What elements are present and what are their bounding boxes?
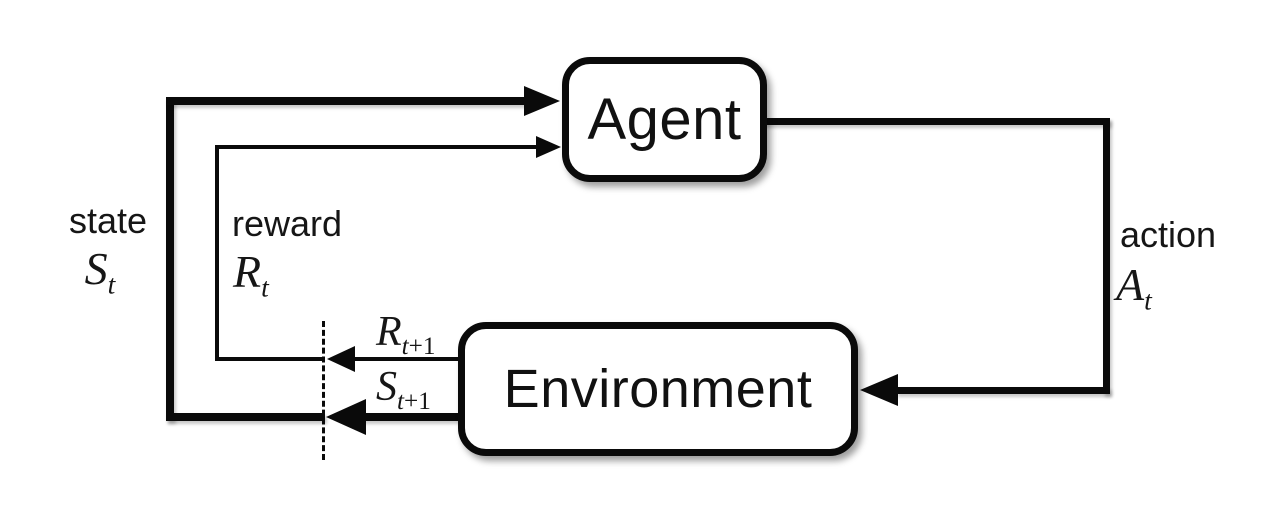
next-reward-symbol-label: Rt+1 [376, 308, 435, 361]
arrowhead-reward-into-agent [536, 136, 561, 158]
reward-wire-vertical [215, 145, 219, 361]
environment-node: Environment [458, 322, 858, 456]
reward-wire-top [215, 145, 537, 149]
agent-node: Agent [562, 57, 767, 182]
next-reward-symbol-sub: t [401, 332, 409, 360]
next-state-wire [358, 413, 462, 421]
state-word-label: state [68, 200, 148, 241]
action-wire-top [764, 118, 1110, 125]
state-wire-top [166, 97, 528, 105]
reward-symbol-base: R [233, 246, 262, 297]
next-state-symbol-label: St+1 [376, 363, 431, 416]
next-reward-wire [350, 357, 462, 361]
arrowhead-next-state [326, 399, 366, 435]
action-symbol-base: A [1116, 259, 1145, 310]
reward-symbol-label: Rt [233, 245, 269, 304]
state-symbol-base: S [84, 243, 108, 294]
action-symbol-label: At [1116, 258, 1152, 317]
state-symbol-sub: t [107, 268, 116, 300]
next-reward-symbol-sub-rest: +1 [408, 332, 436, 360]
time-step-boundary-dashed-line [322, 321, 325, 460]
agent-node-label: Agent [587, 87, 742, 152]
environment-node-label: Environment [503, 359, 813, 419]
next-state-symbol-sub-rest: +1 [404, 387, 431, 415]
state-wire-vertical [166, 97, 174, 421]
reward-word-label: reward [232, 203, 343, 244]
next-reward-symbol-base: R [376, 309, 402, 355]
reward-wire-bottom-left [215, 357, 325, 361]
state-symbol-label: St [50, 242, 150, 301]
action-wire-bottom [896, 387, 1110, 394]
next-state-symbol-sub: t [397, 387, 404, 415]
action-symbol-sub: t [1144, 284, 1152, 316]
next-state-symbol-base: S [376, 364, 397, 410]
arrowhead-state-into-agent [524, 86, 560, 116]
arrowhead-next-reward [327, 346, 355, 372]
state-wire-bottom-left [166, 413, 325, 421]
action-wire-vertical [1103, 118, 1110, 394]
action-word-label: action [1120, 214, 1217, 255]
arrowhead-action-into-environment [860, 374, 898, 406]
reward-symbol-sub: t [261, 271, 269, 303]
